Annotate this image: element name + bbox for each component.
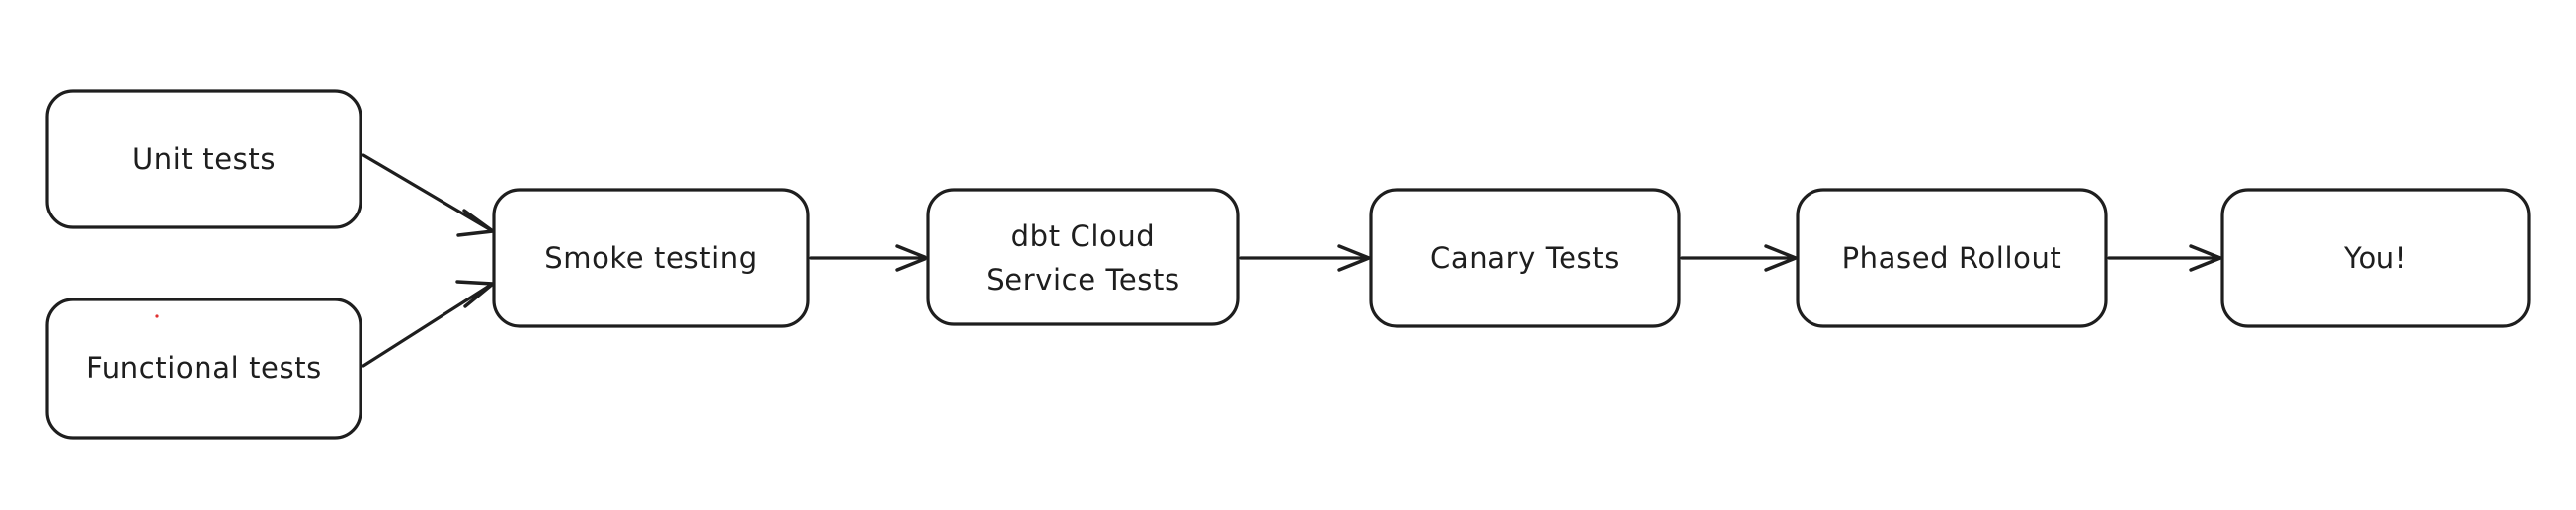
node-smoke-testing[interactable]: Smoke testing bbox=[492, 188, 810, 328]
edge-phased-to-you bbox=[2107, 244, 2222, 272]
node-phased-rollout[interactable]: Phased Rollout bbox=[1796, 188, 2108, 328]
canary-tests-label: Canary Tests bbox=[1430, 241, 1620, 275]
smoke-testing-label: Smoke testing bbox=[544, 241, 758, 275]
edge-canary-to-phased bbox=[1680, 244, 1798, 272]
node-unit-tests[interactable]: Unit tests bbox=[45, 89, 362, 229]
unit-tests-box[interactable] bbox=[45, 89, 362, 229]
unit-tests-label: Unit tests bbox=[132, 142, 276, 176]
functional-tests-label: Functional tests bbox=[86, 351, 322, 384]
node-dbt-cloud-service-tests[interactable]: dbt Cloud Service Tests bbox=[926, 188, 1240, 326]
canary-tests-box[interactable] bbox=[1369, 188, 1681, 328]
dbt-cloud-service-tests-label-line2: Service Tests bbox=[986, 263, 1179, 297]
you-label: You! bbox=[2343, 241, 2407, 275]
edge-functional-to-smoke bbox=[362, 280, 495, 368]
you-box[interactable] bbox=[2220, 188, 2531, 328]
edge-unit-to-smoke bbox=[362, 153, 495, 237]
dbt-cloud-service-tests-label-line1: dbt Cloud bbox=[1011, 219, 1156, 253]
node-you[interactable]: You! bbox=[2220, 188, 2531, 328]
phased-rollout-label: Phased Rollout bbox=[1842, 241, 2062, 275]
functional-tests-box[interactable] bbox=[45, 298, 362, 440]
phased-rollout-box[interactable] bbox=[1796, 188, 2108, 328]
smoke-testing-box[interactable] bbox=[492, 188, 810, 328]
dbt-cloud-service-tests-box[interactable] bbox=[926, 188, 1240, 326]
stray-speck bbox=[155, 314, 159, 318]
edge-dbt-to-canary bbox=[1239, 244, 1371, 272]
node-functional-tests[interactable]: Functional tests bbox=[45, 298, 362, 440]
edge-smoke-to-dbt bbox=[809, 244, 928, 272]
node-canary-tests[interactable]: Canary Tests bbox=[1369, 188, 1681, 328]
